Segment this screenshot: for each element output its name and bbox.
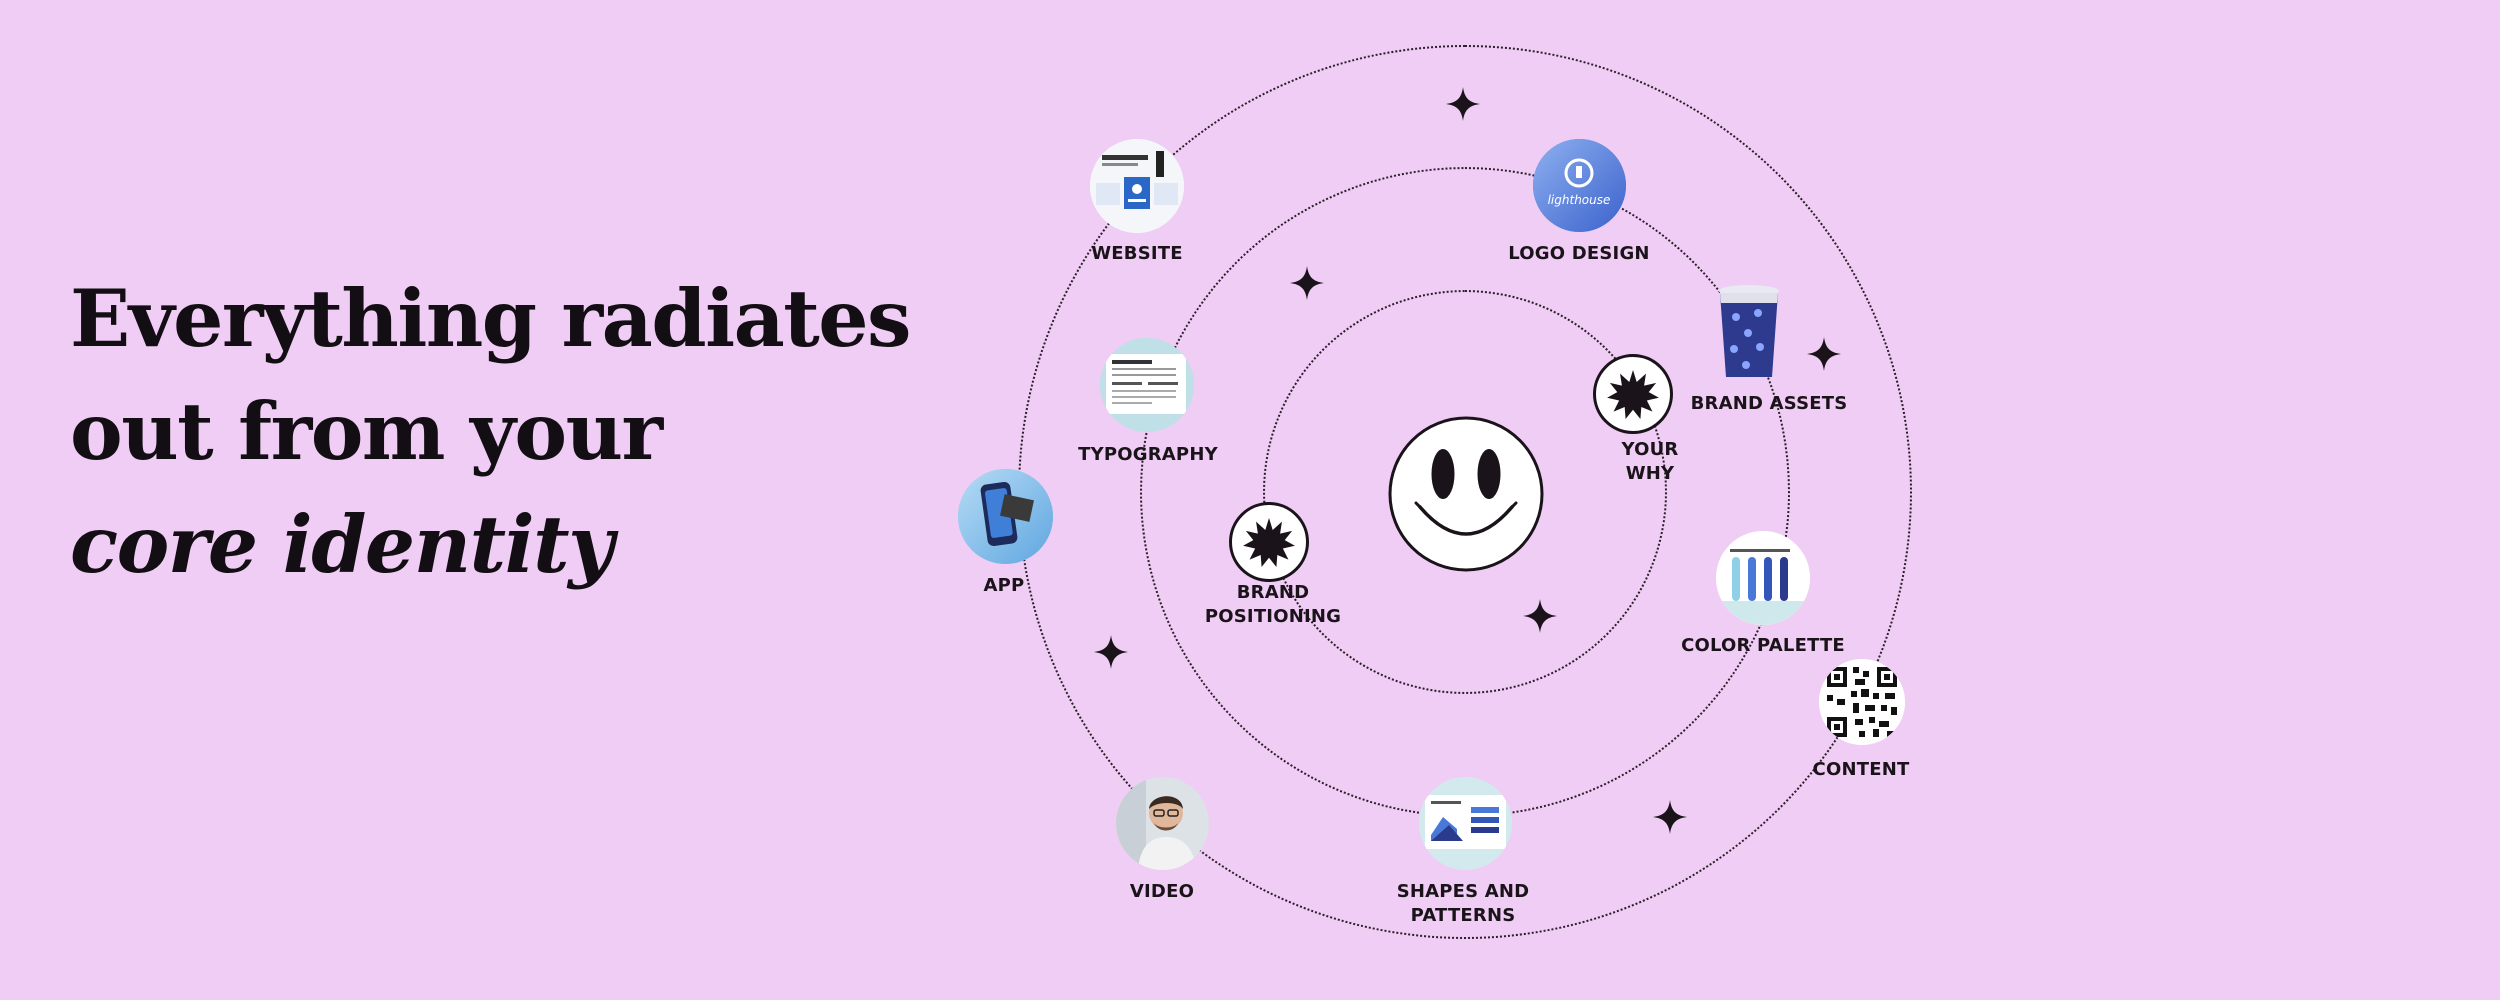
logo-wordmark: lighthouse xyxy=(1548,193,1611,207)
sparkle-icon xyxy=(1446,87,1480,121)
inner-orbit xyxy=(1263,290,1667,694)
shapes-patterns-label-line-2: PATTERNS xyxy=(1410,905,1516,926)
logo-design-label: LOGO DESIGN xyxy=(1449,242,1709,266)
your-why-label: YOUR WHY xyxy=(1520,438,1780,486)
your-why-label-line-1: YOUR xyxy=(1621,439,1679,460)
shapes-patterns-label-line-1: SHAPES AND xyxy=(1396,881,1530,902)
typography-thumbnail-icon xyxy=(1100,338,1194,432)
video-label: VIDEO xyxy=(1032,880,1292,904)
color-palette-thumbnail-icon xyxy=(1716,531,1810,625)
color-palette-node[interactable] xyxy=(1716,531,1810,625)
website-thumbnail-icon xyxy=(1090,139,1184,233)
headline-line-3: core identity xyxy=(70,498,614,591)
typography-node[interactable] xyxy=(1100,338,1194,432)
headline-line-1: Everything radiates xyxy=(70,272,912,365)
sparkle-icon xyxy=(1653,800,1687,834)
app-label: APP xyxy=(874,574,1134,598)
sparkle-icon xyxy=(1290,266,1324,300)
brand-positioning-label-line-2: POSITIONING xyxy=(1204,606,1342,627)
website-node[interactable] xyxy=(1090,139,1184,233)
app-label-text: APP xyxy=(983,575,1025,596)
brand-positioning-node[interactable] xyxy=(1229,502,1309,582)
starburst-icon xyxy=(1607,369,1659,419)
brand-positioning-label-line-1: BRAND xyxy=(1236,582,1310,603)
logo-design-node[interactable]: lighthouse xyxy=(1533,139,1626,232)
your-why-label-line-2: WHY xyxy=(1625,463,1675,484)
color-palette-label: COLOR PALETTE xyxy=(1633,634,1893,658)
website-label: WEBSITE xyxy=(1007,242,1267,266)
phone-app-icon xyxy=(958,469,1053,564)
brand-assets-label: BRAND ASSETS xyxy=(1639,392,1899,416)
lighthouse-logo-icon: lighthouse xyxy=(1533,139,1626,232)
typography-label-text: TYPOGRAPHY xyxy=(1078,444,1218,465)
shapes-patterns-thumbnail-icon xyxy=(1419,777,1512,870)
smiley-face-icon xyxy=(1388,416,1544,572)
sparkle-icon xyxy=(1807,337,1841,371)
video-label-text: VIDEO xyxy=(1129,881,1195,902)
brand-positioning-label: BRAND POSITIONING xyxy=(1143,581,1403,629)
typography-label: TYPOGRAPHY xyxy=(1018,443,1278,467)
starburst-icon xyxy=(1243,517,1295,567)
headline-line-2: out from your xyxy=(70,385,663,478)
app-node[interactable] xyxy=(958,469,1053,564)
video-node[interactable] xyxy=(1116,777,1209,870)
logo-design-label-text: LOGO DESIGN xyxy=(1508,243,1650,264)
headline: Everything radiates out from your core i… xyxy=(70,262,970,601)
qr-code-icon xyxy=(1819,659,1905,745)
shapes-patterns-node[interactable] xyxy=(1419,777,1512,870)
shapes-patterns-label: SHAPES AND PATTERNS xyxy=(1333,880,1593,928)
color-palette-label-text: COLOR PALETTE xyxy=(1681,635,1845,656)
content-label-text: CONTENT xyxy=(1812,759,1910,780)
sparkle-icon xyxy=(1523,599,1557,633)
sparkle-icon xyxy=(1094,635,1128,669)
brand-cup-icon[interactable] xyxy=(1716,283,1782,383)
website-label-text: WEBSITE xyxy=(1091,243,1183,264)
video-person-thumbnail-icon xyxy=(1116,777,1209,870)
your-why-node[interactable] xyxy=(1593,354,1673,434)
content-label: CONTENT xyxy=(1731,758,1991,782)
brand-assets-label-text: BRAND ASSETS xyxy=(1690,393,1848,414)
content-node[interactable] xyxy=(1819,659,1905,745)
